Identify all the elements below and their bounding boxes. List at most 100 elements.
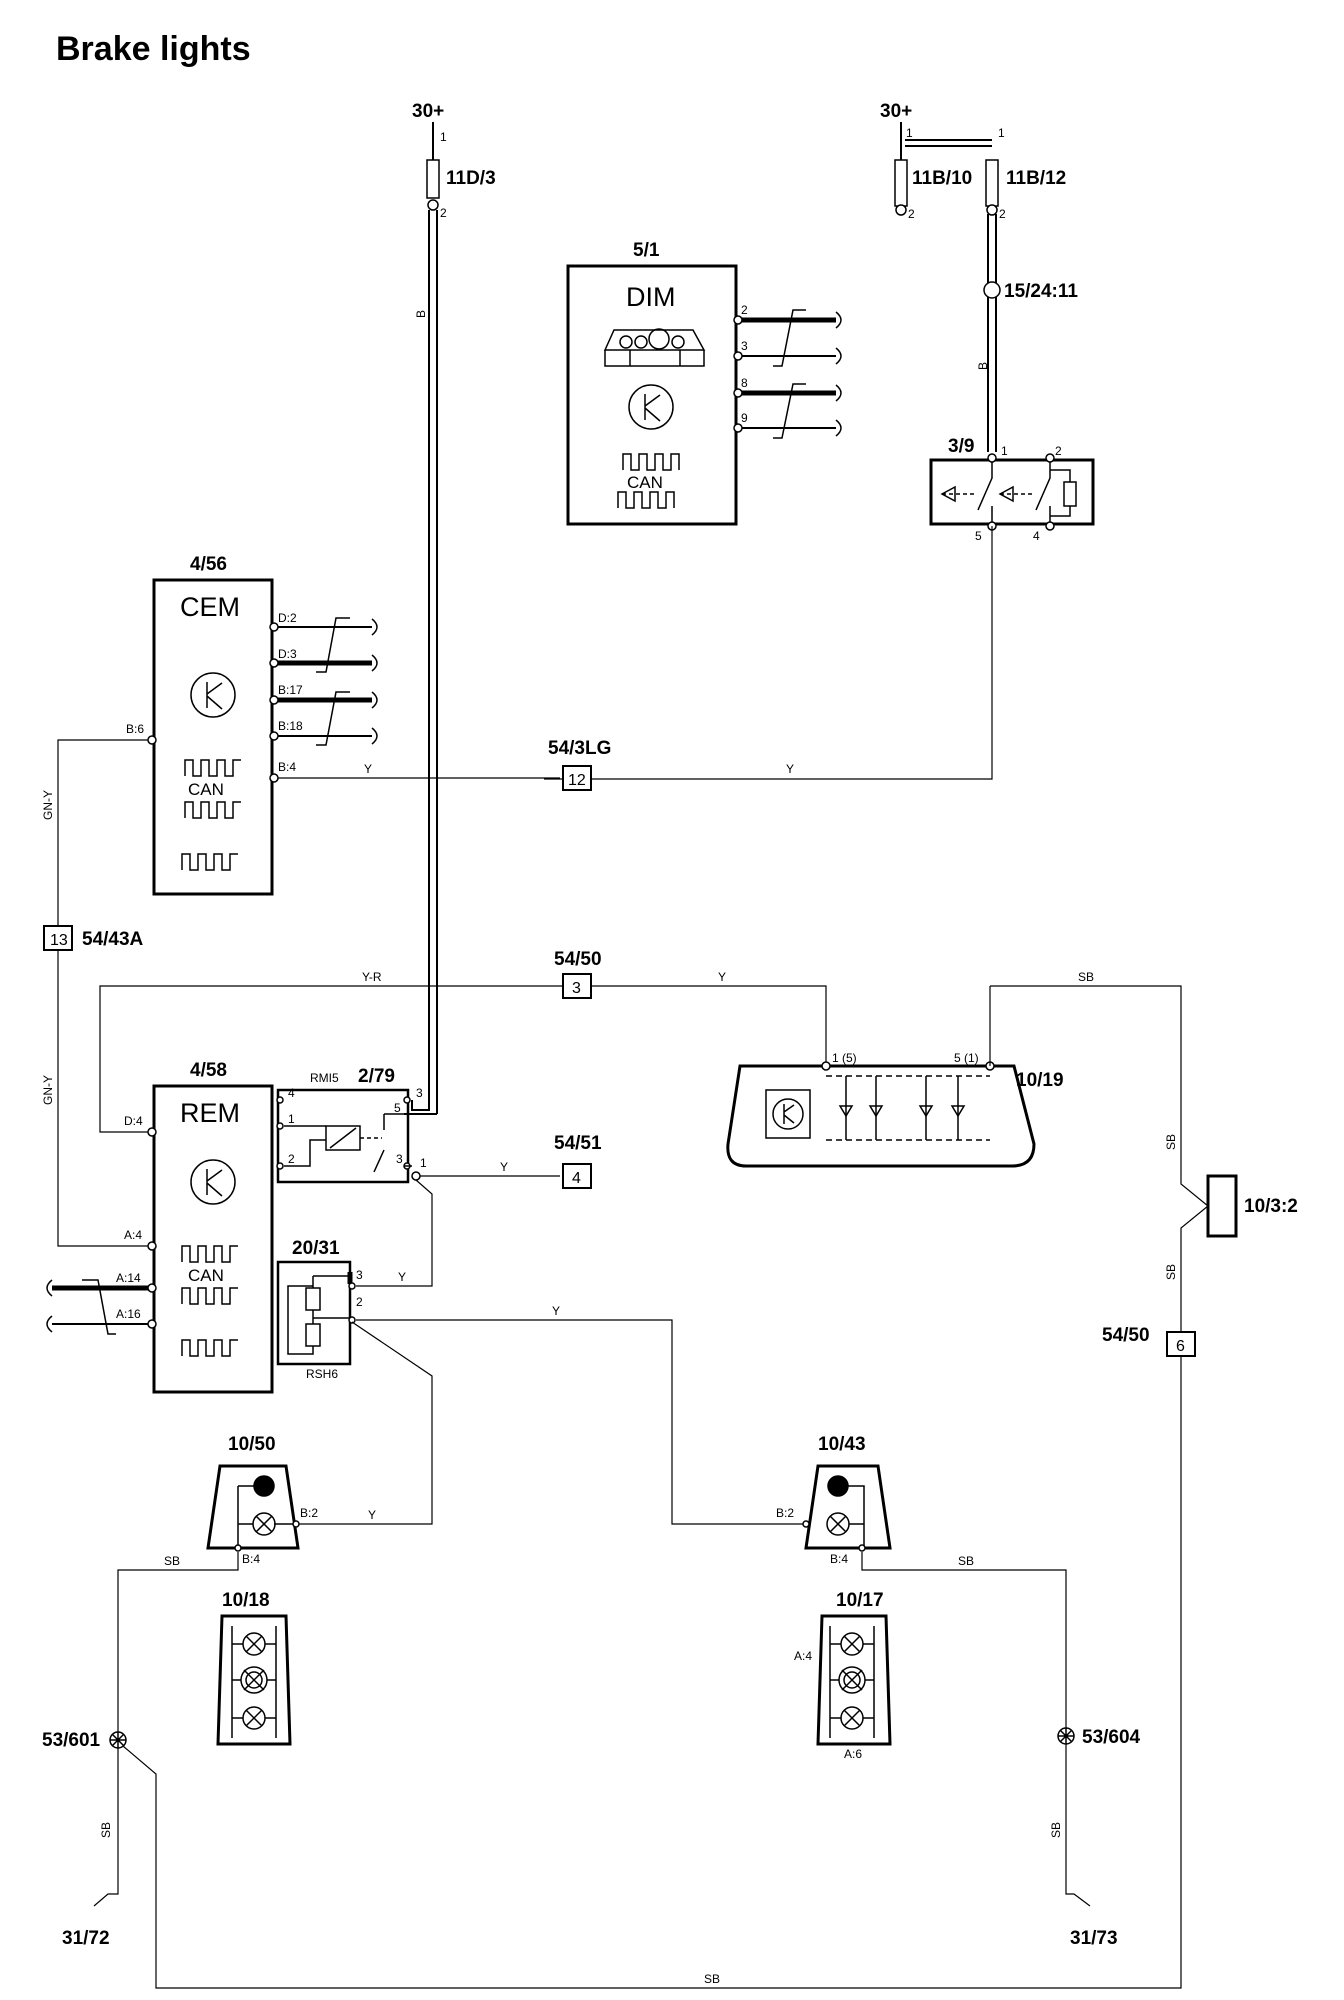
- cem-body: [152, 578, 274, 896]
- wire-color-sb: SB: [164, 1554, 180, 1568]
- pin-label: 2: [288, 1152, 295, 1166]
- pin-label: B:17: [278, 683, 303, 697]
- ground-points: 53/601 SB 31/72 53/604 SB 31/73: [42, 1727, 1141, 1949]
- y-r-wire-group: Y-R Y 54/50 3: [99, 949, 827, 1133]
- pin-label: 9: [741, 411, 748, 425]
- dim-body: [566, 264, 738, 526]
- can-signal-icon: [622, 453, 680, 471]
- fuse-11d3-label: 11D/3: [446, 168, 496, 189]
- can-signal-icon: [181, 1245, 238, 1263]
- transistor-icon: [772, 1098, 804, 1130]
- rem-body: [152, 1084, 274, 1394]
- dim-name: DIM: [626, 282, 676, 312]
- pin-label: D:4: [124, 1114, 143, 1128]
- pin-label: B:2: [300, 1506, 318, 1520]
- wire-color-sb: SB: [1049, 1822, 1063, 1838]
- relay-rmi5-label: RMI5: [310, 1071, 339, 1085]
- connector-pin-3: 3: [572, 980, 581, 997]
- pin-label: B:18: [278, 719, 303, 733]
- lamp-10-17-label: 10/17: [836, 1590, 884, 1611]
- wire-color-b: B: [414, 310, 428, 318]
- cem-name: CEM: [180, 592, 240, 622]
- fuse-11b10-icon: [894, 159, 908, 207]
- lamp-10-19-label: 10/19: [1016, 1070, 1064, 1091]
- left-supply-label: 30+: [412, 101, 444, 122]
- pin-label: 5: [975, 529, 982, 543]
- connector-pin-12: 12: [568, 772, 586, 789]
- dim-ref-label: 5/1: [633, 240, 660, 261]
- lamp-10-50-label: 10/50: [228, 1434, 276, 1455]
- connector-54-3lg: 54/3LG 12: [548, 738, 611, 791]
- wire-color-gny: GN-Y: [41, 1075, 55, 1105]
- rem-can-label: CAN: [188, 1266, 224, 1285]
- ground-31-73-label: 31/73: [1070, 1928, 1118, 1949]
- transistor-icon: [190, 672, 236, 718]
- rsh6-label: RSH6: [306, 1367, 338, 1381]
- pin-label: 3: [356, 1268, 363, 1282]
- pin-label: 8: [741, 376, 748, 390]
- wire-color-yr: Y-R: [362, 970, 382, 984]
- fuse-11b12-label: 11B/12: [1006, 168, 1066, 189]
- pin-label: 5: [394, 1101, 401, 1115]
- connector-54-50-right-label: 54/50: [1102, 1325, 1150, 1346]
- wire-color-y: Y: [364, 762, 372, 776]
- transistor-icon: [628, 384, 674, 430]
- cem-module: 4/56 CEM CAN D:2 D:3 B:17 B:18 B:4 B:6 Y…: [126, 554, 794, 896]
- dim-can-label: CAN: [627, 473, 663, 492]
- ground-31-72-label: 31/72: [62, 1928, 110, 1949]
- pin-label: 3: [396, 1152, 403, 1166]
- wire-color-y: Y: [718, 970, 726, 984]
- connector-54-50-top-label: 54/50: [554, 949, 602, 970]
- pin-label: 1 (5): [832, 1051, 857, 1065]
- fuse-11b10-label: 11B/10: [912, 168, 972, 189]
- connector-54-43a-label: 54/43A: [82, 929, 144, 950]
- led-icon: [838, 1105, 966, 1118]
- pin-label: 1: [288, 1112, 295, 1126]
- wire-color-y: Y: [368, 1508, 376, 1522]
- wire-color-y: Y: [398, 1270, 406, 1284]
- pin-label: B:4: [242, 1552, 260, 1566]
- pin-label: D:3: [278, 647, 297, 661]
- connector-54-3lg-label: 54/3LG: [548, 738, 611, 759]
- splice-15-24-11-icon: [983, 281, 1001, 299]
- lamp-10-43-body: [804, 1464, 892, 1550]
- pin-label: 1: [440, 130, 447, 144]
- bulb-icon: [827, 1475, 849, 1497]
- connector-54-51-label: 54/51: [554, 1133, 602, 1154]
- lamp-10-50-body: [206, 1464, 300, 1550]
- rem-ref-label: 4/58: [190, 1060, 227, 1081]
- connector-pin-13: 13: [50, 932, 68, 949]
- wire-color-gny: GN-Y: [41, 790, 55, 820]
- left-supply-group: 30+ 1 2 11D/3 B: [412, 101, 496, 1114]
- wire-color-sb: SB: [958, 1554, 974, 1568]
- switch-3-9-label: 3/9: [948, 436, 974, 457]
- pin-label: A:4: [794, 1649, 812, 1663]
- pin-label: 1: [1001, 444, 1008, 458]
- pin-label: B:2: [776, 1506, 794, 1520]
- pin-label: 4: [1033, 529, 1040, 543]
- ground-53-601-label: 53/601: [42, 1730, 101, 1751]
- pin-label: 2: [440, 206, 447, 220]
- lamp-10-17-body: [816, 1614, 892, 1746]
- pin-label: 2: [741, 303, 748, 317]
- bulb-icon: [253, 1475, 275, 1497]
- dim-module: 5/1 DIM CAN 2 3 8 9: [566, 240, 842, 526]
- pin-label: 3: [741, 339, 748, 353]
- rem-name: REM: [180, 1098, 240, 1128]
- block-20-31-label: 20/31: [292, 1238, 340, 1259]
- block-20-31: 20/31 3 2 RSH6 Y Y: [276, 1238, 804, 1525]
- pin-label: A:6: [844, 1747, 862, 1761]
- cem-can-label: CAN: [188, 780, 224, 799]
- pin-label: A:14: [116, 1271, 141, 1285]
- right-sb-wire-group: SB SB SB 10/3:2 54/50 6 SB: [122, 970, 1298, 1989]
- pin-label: 1: [998, 126, 1005, 140]
- pin-label: 2: [999, 207, 1006, 221]
- pin-label: B:6: [126, 722, 144, 736]
- pin-label: 3: [416, 1086, 423, 1100]
- ground-53-604-label: 53/604: [1082, 1727, 1141, 1748]
- pin-label: 2: [356, 1295, 363, 1309]
- wire-color-y: Y: [786, 762, 794, 776]
- left-rear-lamp-10-18: 10/18: [216, 1590, 292, 1746]
- rem-module: 4/58 REM CAN D:4 A:4 A:14 A:16: [46, 1060, 274, 1394]
